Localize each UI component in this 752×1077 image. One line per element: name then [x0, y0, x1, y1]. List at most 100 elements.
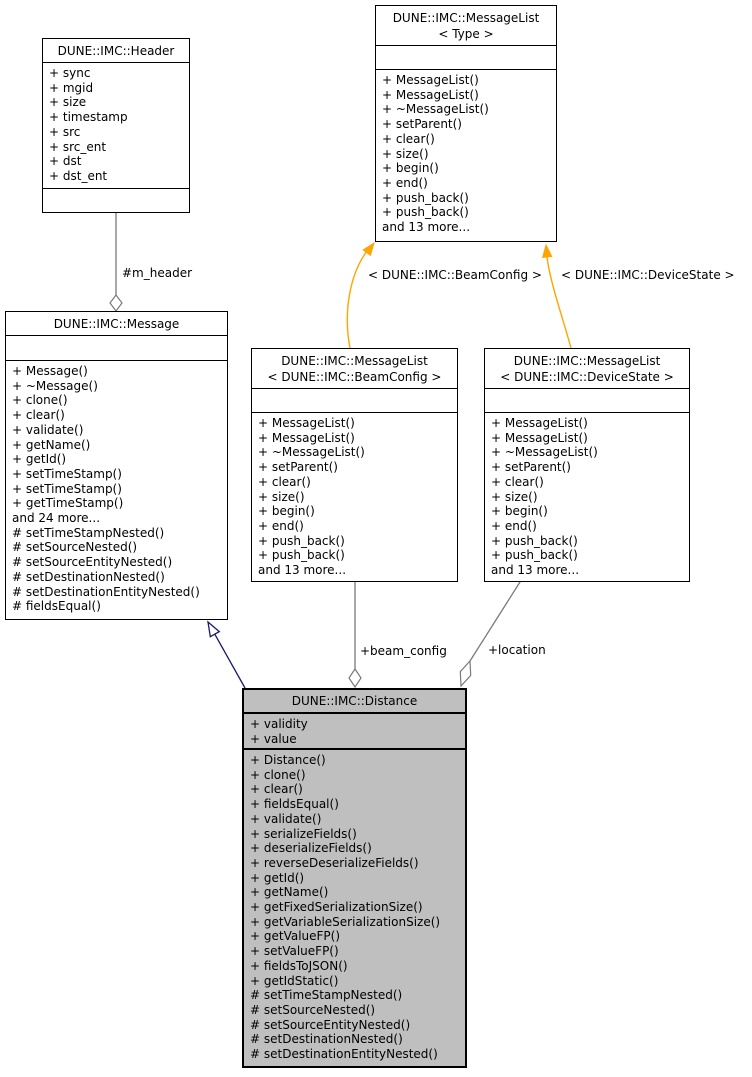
member-row: + MessageList() — [258, 416, 355, 430]
member-row: + push_back() — [491, 533, 578, 548]
class-box-messagelist-beamconfig[interactable]: DUNE::IMC::MessageList < DUNE::IMC::Beam… — [251, 348, 458, 582]
aggregation-diamond-icon — [348, 667, 362, 689]
class-title: DUNE::IMC::MessageList < DUNE::IMC::Devi… — [485, 349, 689, 388]
member-row: + clone() — [12, 393, 68, 408]
member-row: + end() — [258, 518, 304, 533]
member-row: + ~Message() — [12, 378, 98, 393]
member-row: + push_back() — [258, 533, 345, 548]
member-row: + setValueFP() — [250, 944, 339, 959]
member-row: # setSourceEntityNested() — [250, 1017, 411, 1032]
member-row: + clear() — [12, 408, 65, 423]
edge-template-beamconfig — [346, 241, 375, 349]
member-row: + MessageList() — [491, 416, 588, 430]
edge-label-location: +location — [488, 643, 546, 657]
member-row: + end() — [382, 175, 428, 190]
class-attributes: + validity+ value — [244, 712, 465, 748]
member-row: + validity — [250, 717, 308, 731]
class-box-messagelist-devicestate[interactable]: DUNE::IMC::MessageList < DUNE::IMC::Devi… — [484, 348, 690, 582]
edge-template-devicestate — [542, 243, 572, 349]
class-box-message[interactable]: DUNE::IMC::Message + Message()+ ~Message… — [5, 311, 228, 620]
class-title-line1: DUNE::IMC::MessageList — [281, 353, 428, 368]
class-title: DUNE::IMC::MessageList < DUNE::IMC::Beam… — [252, 349, 457, 388]
class-attributes — [6, 335, 227, 360]
member-row: + dst_ent — [49, 168, 108, 183]
member-row: + deserializeFields() — [250, 841, 372, 856]
class-title-line1: DUNE::IMC::MessageList — [392, 10, 540, 25]
class-methods: + MessageList()+ MessageList()+ ~Message… — [485, 412, 689, 579]
member-row: + dst — [49, 154, 82, 169]
class-title: DUNE::IMC::Distance — [291, 694, 418, 708]
member-row: # setDestinationNested() — [250, 1032, 403, 1047]
class-methods — [43, 188, 189, 211]
edge-location — [459, 581, 521, 688]
aggregation-diamond-icon — [109, 294, 123, 312]
class-title: DUNE::IMC::MessageList < Type > — [376, 6, 556, 45]
member-row: # setTimeStampNested() — [250, 988, 403, 1003]
arrowhead-icon — [362, 241, 375, 257]
member-row: + ~MessageList() — [491, 445, 598, 460]
member-row: + getIdStatic() — [250, 973, 339, 988]
member-row: + begin() — [258, 504, 315, 519]
member-row: + getVariableSerializationSize() — [250, 914, 441, 929]
class-title-line2: < DUNE::IMC::BeamConfig > — [267, 369, 442, 384]
member-row: and 13 more... — [491, 563, 580, 578]
class-methods: + MessageList()+ MessageList()+ ~Message… — [252, 412, 457, 579]
member-row: + end() — [491, 518, 537, 533]
member-row: and 13 more... — [258, 563, 347, 578]
member-row: + setParent() — [258, 460, 338, 475]
member-row: + fieldsToJSON() — [250, 958, 348, 973]
member-row: + getId() — [12, 452, 67, 467]
member-row: + ~MessageList() — [258, 445, 365, 460]
edge-label-devicestate-template: < DUNE::IMC::DeviceState > — [561, 268, 735, 282]
member-row: + size() — [491, 489, 538, 504]
edge-label-beam-config: +beam_config — [360, 644, 447, 658]
edge-label-beamconfig-template: < DUNE::IMC::BeamConfig > — [368, 268, 542, 282]
member-row: + serializeFields() — [250, 826, 357, 841]
member-row: + getTimeStamp() — [12, 496, 124, 511]
member-row: + reverseDeserializeFields() — [250, 855, 419, 870]
class-box-messagelist-type[interactable]: DUNE::IMC::MessageList < Type > + Messag… — [375, 5, 557, 242]
class-attributes — [376, 45, 556, 69]
member-row: + setTimeStamp() — [12, 466, 122, 481]
member-row: + clear() — [491, 474, 544, 489]
member-row: + begin() — [491, 504, 548, 519]
member-row: + timestamp — [49, 110, 128, 125]
member-row: and 13 more... — [382, 220, 471, 235]
edge-label-m-header: #m_header — [122, 266, 193, 280]
member-row: + clear() — [382, 131, 435, 146]
edge-m-header — [109, 213, 123, 312]
member-row: + getId() — [250, 870, 305, 885]
arrowhead-icon — [542, 243, 553, 258]
member-row: + Distance() — [250, 753, 326, 767]
member-row: + setParent() — [491, 460, 571, 475]
member-row: # setDestinationEntityNested() — [250, 1047, 438, 1062]
class-methods: + Distance()+ clone()+ clear()+ fieldsEq… — [244, 748, 465, 1064]
member-row: + MessageList() — [382, 73, 479, 87]
member-row: + size — [49, 95, 87, 110]
member-row: + fieldsEqual() — [250, 797, 339, 812]
member-row: + ~MessageList() — [382, 102, 489, 117]
member-row: + MessageList() — [258, 430, 355, 445]
member-row: + setTimeStamp() — [12, 481, 122, 496]
class-title: DUNE::IMC::Header — [57, 43, 175, 58]
member-row: + clone() — [250, 767, 306, 782]
member-row: # setSourceNested() — [250, 1002, 376, 1017]
member-row: # setDestinationNested() — [12, 569, 165, 584]
member-row: + Message() — [12, 364, 88, 378]
inheritance-arrow-icon — [207, 620, 221, 638]
class-box-header[interactable]: DUNE::IMC::Header + sync+ mgid+ size+ ti… — [42, 38, 190, 213]
member-row: + begin() — [382, 161, 439, 176]
class-methods: + MessageList()+ MessageList()+ ~Message… — [376, 69, 556, 239]
member-row: # fieldsEqual() — [12, 599, 101, 614]
class-title-line2: < DUNE::IMC::DeviceState > — [500, 369, 674, 384]
class-methods: + Message()+ ~Message()+ clone()+ clear(… — [6, 360, 227, 618]
member-row: + push_back() — [382, 205, 469, 220]
member-row: + src — [49, 124, 81, 139]
member-row: + getName() — [250, 885, 329, 900]
member-row: + MessageList() — [382, 87, 479, 102]
member-row: + validate() — [12, 422, 84, 437]
member-row: and 24 more... — [12, 511, 101, 526]
member-row: # setSourceNested() — [12, 540, 138, 555]
edge-beam-config — [348, 582, 362, 689]
